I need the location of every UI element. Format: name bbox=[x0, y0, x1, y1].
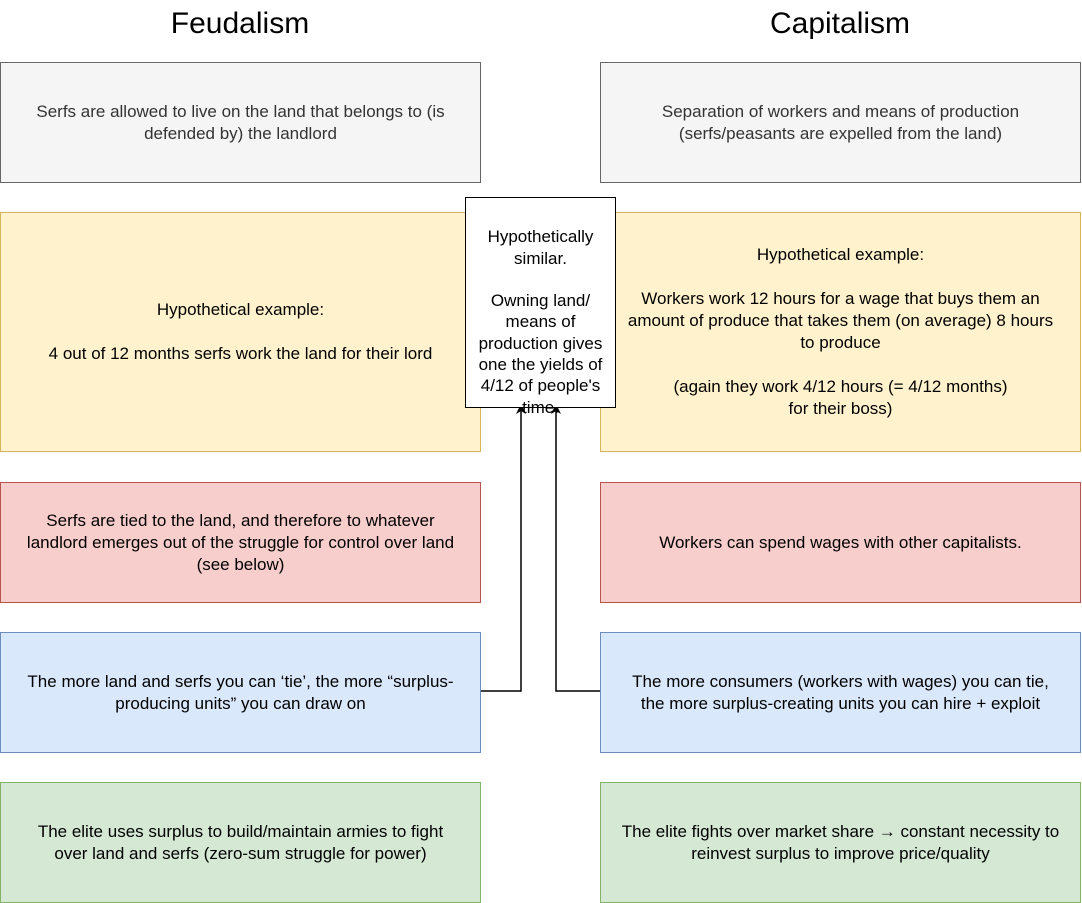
feudalism-elite-box: The elite uses surplus to build/maintain… bbox=[0, 782, 481, 903]
feudalism-elite-text: The elite uses surplus to build/maintain… bbox=[37, 821, 444, 863]
capitalism-separation-box: Separation of workers and means of produ… bbox=[600, 62, 1081, 183]
feudalism-example-box: Hypothetical example: 4 out of 12 months… bbox=[0, 212, 481, 452]
feudalism-surplus-units-box: The more land and serfs you can ‘tie’, t… bbox=[0, 632, 481, 753]
capitalism-consumers-text: The more consumers (workers with wages) … bbox=[632, 671, 1049, 713]
hypothetically-similar-box: Hypothetically similar. Owning land/ mea… bbox=[465, 197, 616, 417]
feudalism-land-text: Serfs are allowed to live on the land th… bbox=[36, 101, 445, 143]
capitalism-elite-text: The elite fights over market share → con… bbox=[621, 821, 1060, 863]
capitalism-separation-text: Separation of workers and means of produ… bbox=[661, 101, 1020, 143]
feudalism-surplus-units-text: The more land and serfs you can ‘tie’, t… bbox=[27, 671, 454, 713]
capitalism-column-title: Capitalism bbox=[769, 7, 911, 40]
capitalism-example-box: Hypothetical example: Workers work 12 ho… bbox=[600, 212, 1081, 452]
hypothetically-similar-text: Hypothetically similar. Owning land/ mea… bbox=[478, 227, 603, 417]
feudalism-example-text: Hypothetical example: 4 out of 12 months… bbox=[48, 300, 433, 363]
capitalism-spend-text: Workers can spend wages with other capit… bbox=[659, 532, 1022, 552]
capitalism-example-text: Hypothetical example: Workers work 12 ho… bbox=[627, 245, 1054, 418]
feudalism-tied-text: Serfs are tied to the land, and therefor… bbox=[26, 510, 455, 574]
feudalism-column-title: Feudalism bbox=[170, 7, 310, 40]
capitalism-elite-box: The elite fights over market share → con… bbox=[600, 782, 1081, 903]
capitalism-to-center-arrow bbox=[551, 404, 600, 692]
feudalism-tied-box: Serfs are tied to the land, and therefor… bbox=[0, 482, 481, 603]
feudalism-land-box: Serfs are allowed to live on the land th… bbox=[0, 62, 481, 183]
capitalism-consumers-box: The more consumers (workers with wages) … bbox=[600, 632, 1081, 753]
capitalism-spend-box: Workers can spend wages with other capit… bbox=[600, 482, 1081, 603]
feudalism-to-center-arrow bbox=[481, 404, 526, 692]
